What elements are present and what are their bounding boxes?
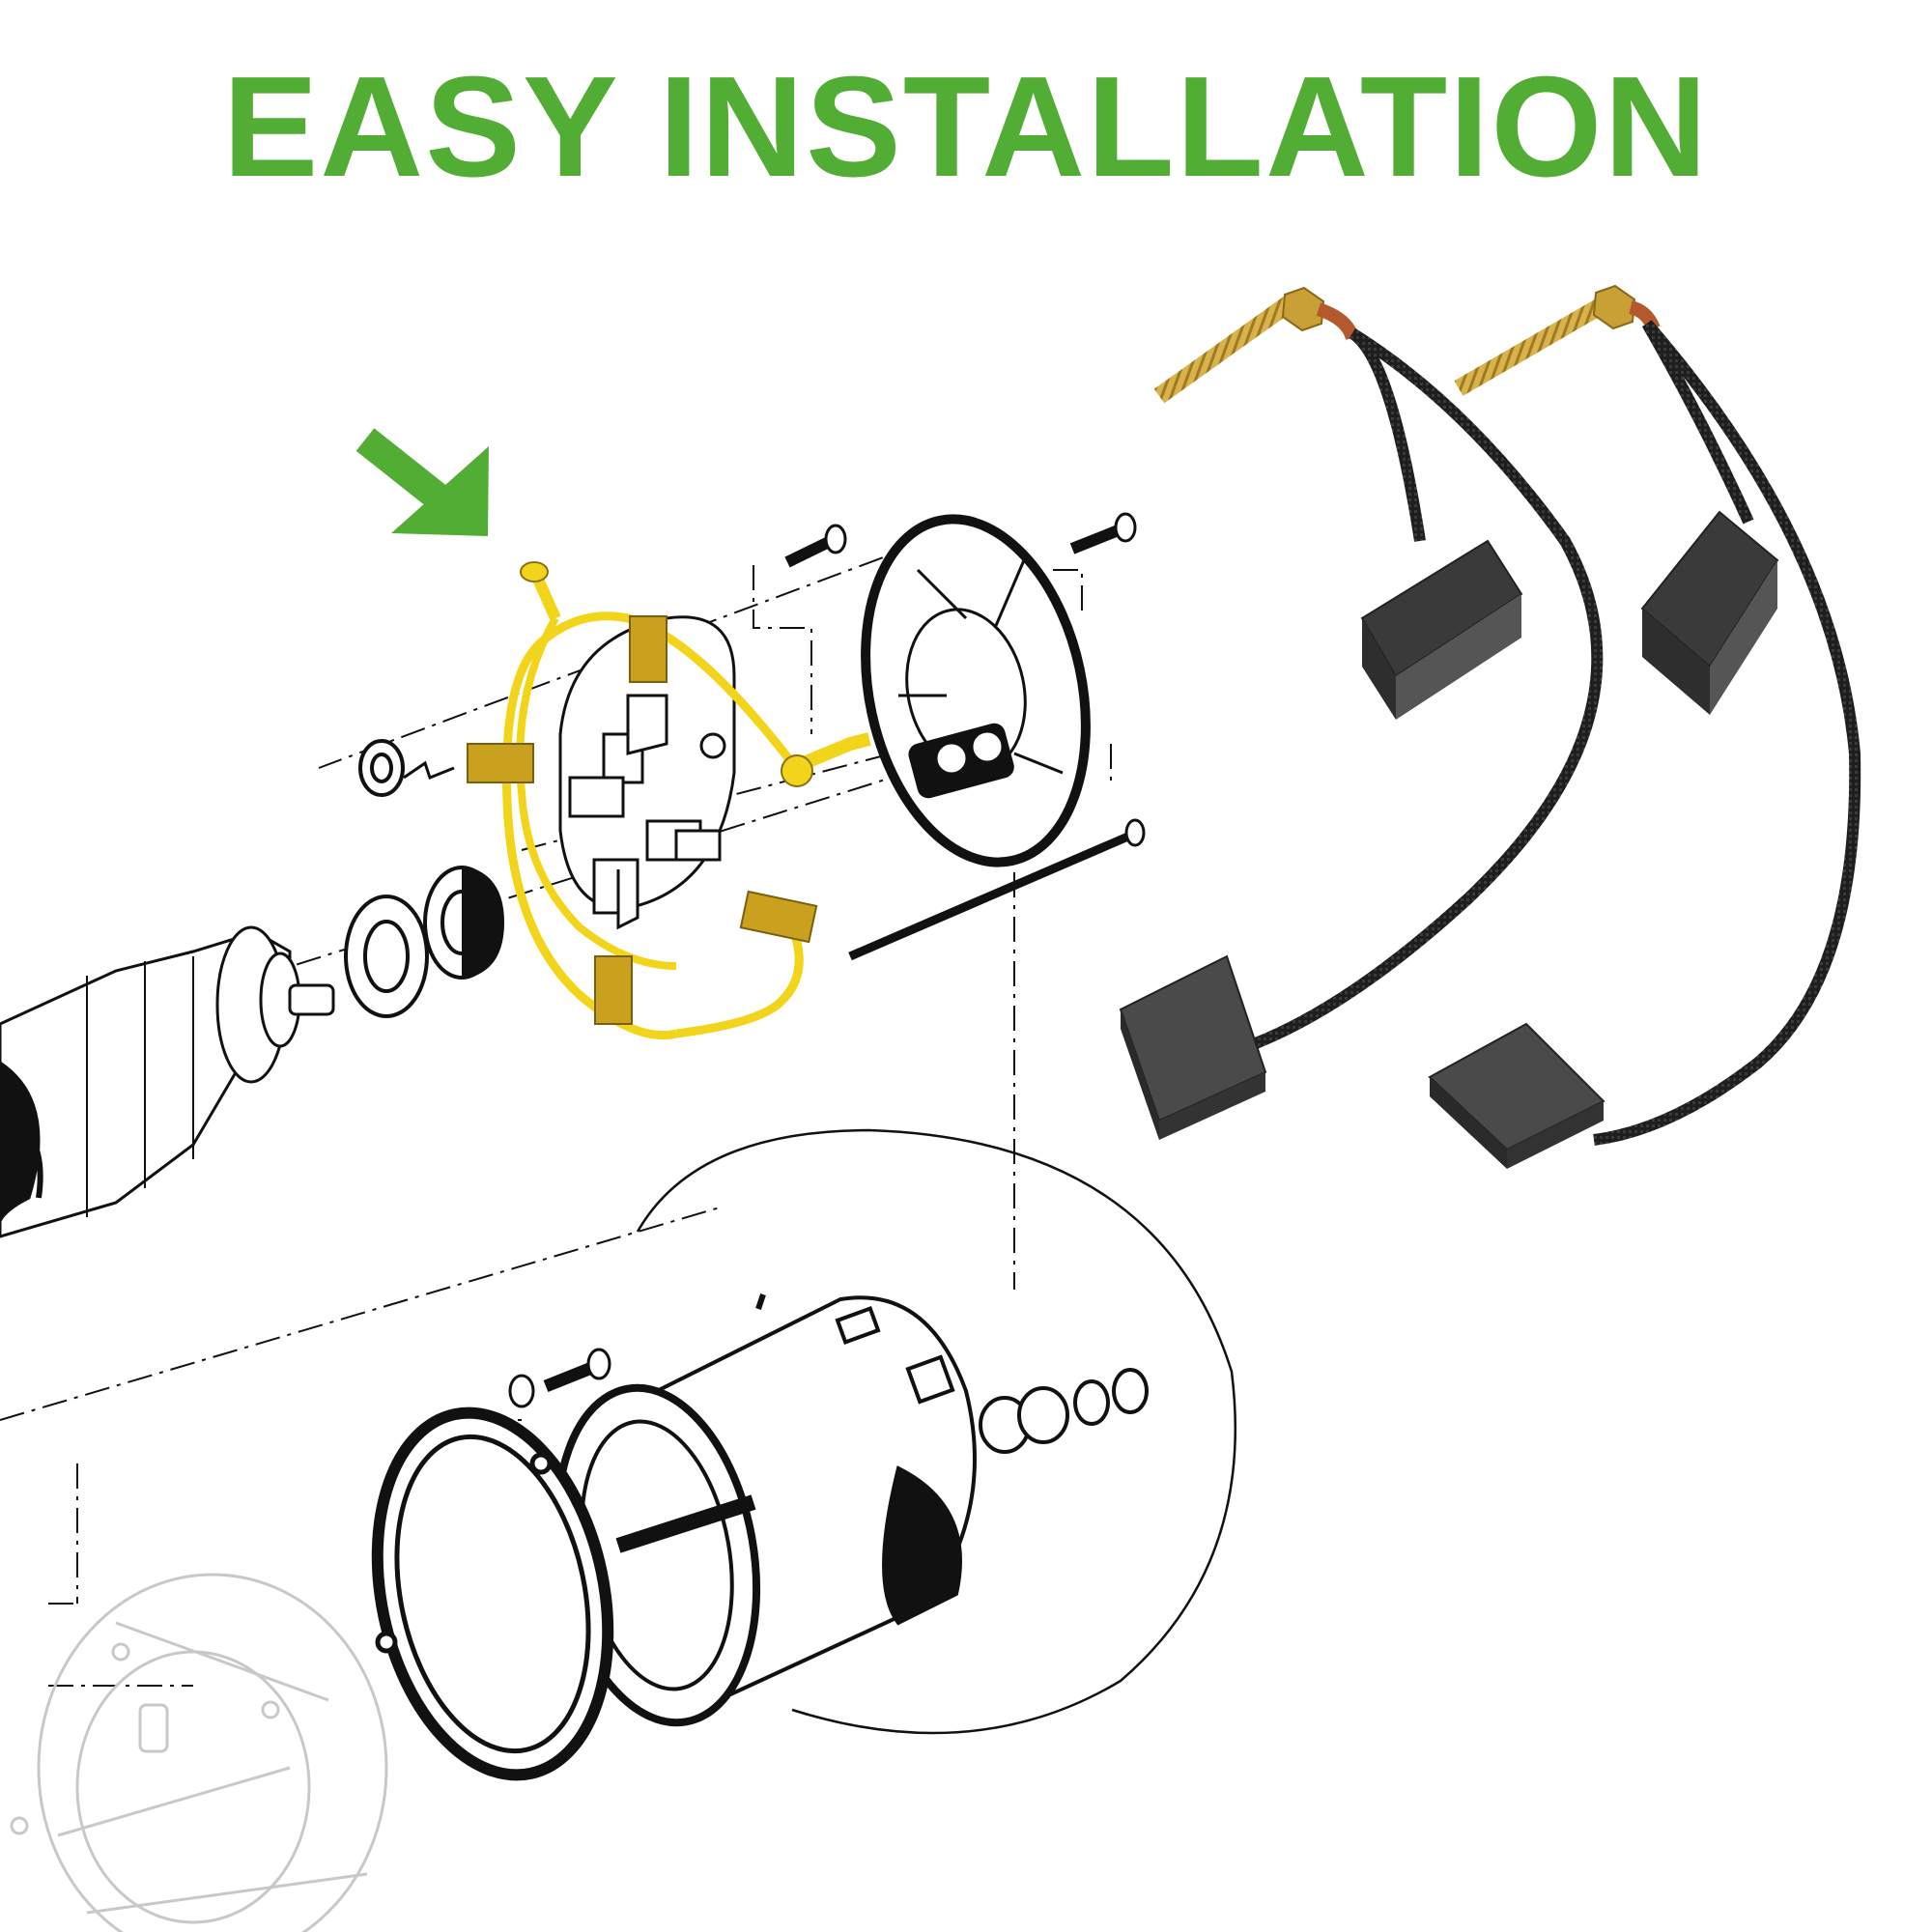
armature bbox=[0, 925, 335, 1238]
field-housing bbox=[553, 1293, 1149, 1727]
pointer-arrow-icon bbox=[355, 428, 489, 536]
highlighted-brush-ring bbox=[467, 561, 871, 1040]
headline: EASY INSTALLATION bbox=[222, 47, 1710, 207]
carbon-brush-set-2 bbox=[1428, 284, 1861, 1169]
carbon-brush-set-1 bbox=[1119, 286, 1604, 1140]
brush-plate bbox=[558, 615, 736, 930]
bearing-set bbox=[344, 739, 505, 1018]
end-cap bbox=[861, 514, 1091, 867]
detail-callout-circle bbox=[636, 1128, 1237, 1735]
drive-end-housing bbox=[10, 1573, 388, 1932]
mounting-ring bbox=[371, 1406, 614, 1781]
